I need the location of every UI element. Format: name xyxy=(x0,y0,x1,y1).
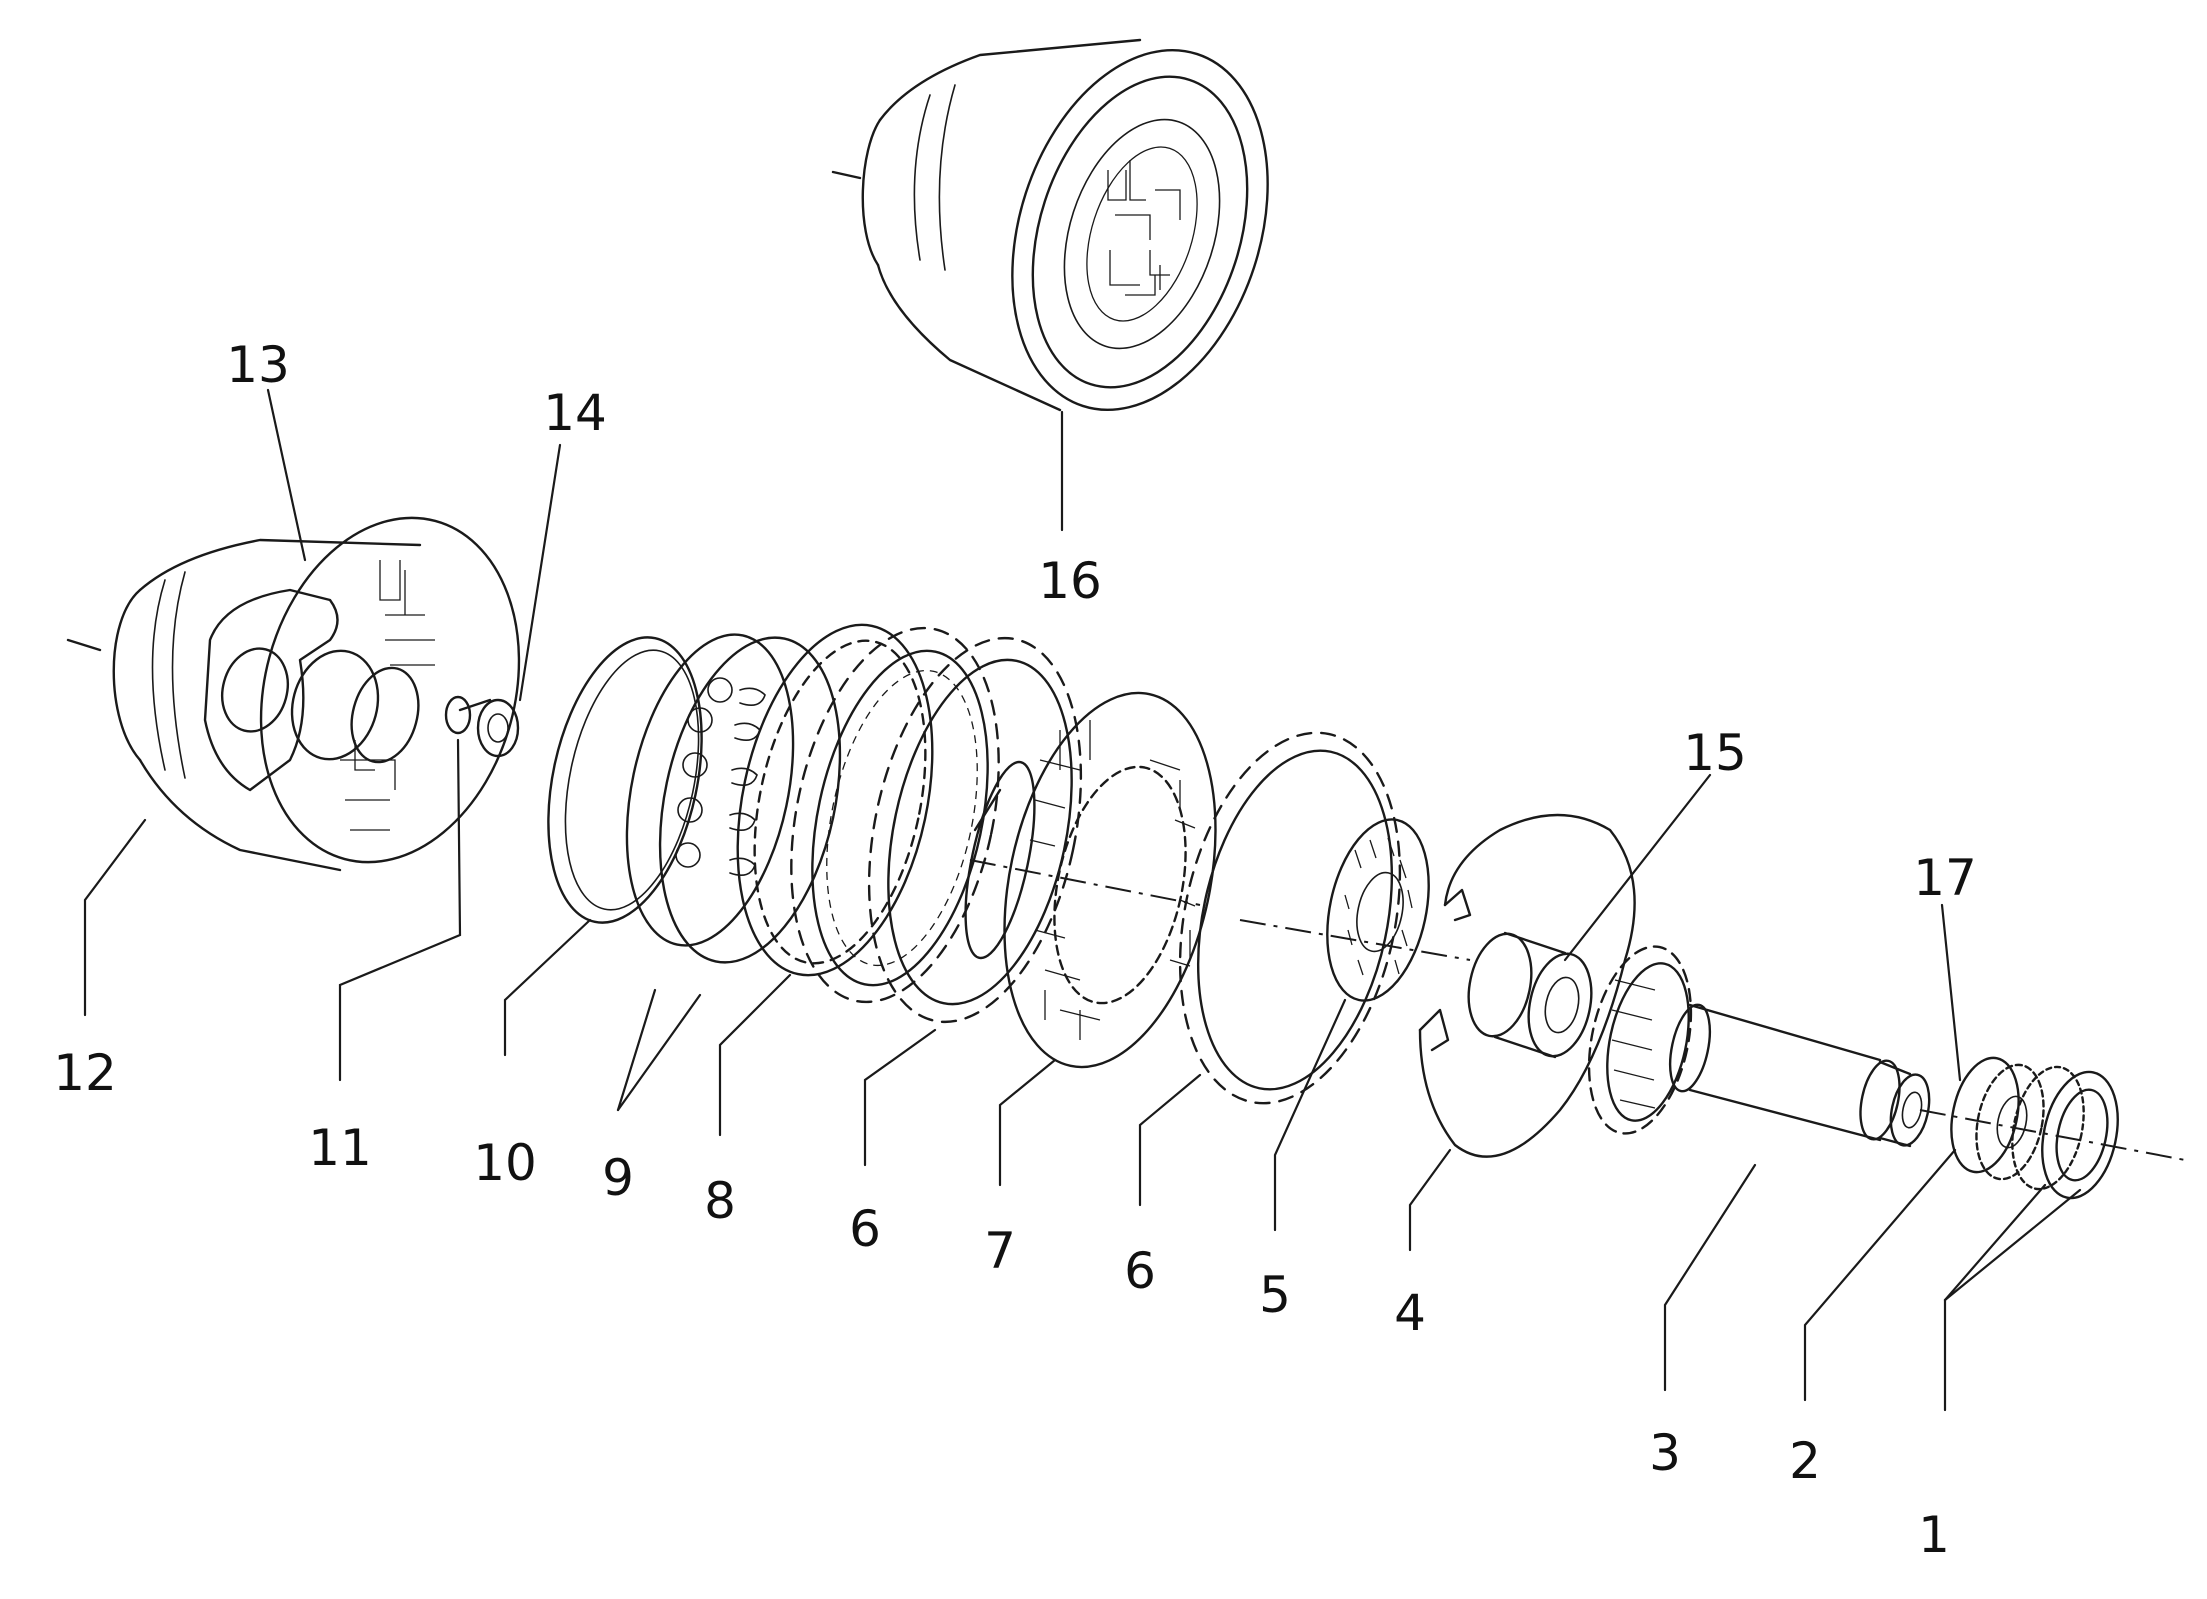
part-6-drive-plate-left xyxy=(790,626,1083,1024)
label-5: 5 xyxy=(1259,1266,1291,1324)
label-11: 11 xyxy=(308,1119,372,1177)
label-15: 15 xyxy=(1683,724,1747,782)
part-10-snap-ring xyxy=(547,636,703,924)
part-5-thrust-bearing xyxy=(1239,818,1471,1002)
label-6-left: 6 xyxy=(849,1200,881,1258)
label-14: 14 xyxy=(543,384,607,442)
label-10: 10 xyxy=(473,1134,537,1192)
part-17-2-bearing xyxy=(1950,1056,2045,1181)
part-15-bushing xyxy=(1467,931,1593,1059)
label-3: 3 xyxy=(1649,1424,1681,1482)
label-1: 1 xyxy=(1918,1506,1950,1564)
label-2: 2 xyxy=(1789,1432,1821,1490)
part-6-drive-plate-right xyxy=(1178,731,1402,1105)
part-3-gear-shaft xyxy=(1587,945,1931,1148)
label-4: 4 xyxy=(1394,1284,1426,1342)
label-6-right: 6 xyxy=(1124,1242,1156,1300)
part-1-washers xyxy=(1919,1065,2186,1200)
leader-lines xyxy=(83,388,2082,1412)
part-7-friction-disc xyxy=(964,691,1217,1069)
label-8: 8 xyxy=(704,1172,736,1230)
label-9: 9 xyxy=(602,1149,634,1207)
part-12-clutch-housing xyxy=(66,516,521,872)
label-7: 7 xyxy=(984,1222,1016,1280)
part-4-circlip xyxy=(1418,813,1636,1158)
part-9-spring-retainers xyxy=(625,633,842,964)
label-12: 12 xyxy=(53,1044,117,1102)
callout-labels: 1 2 3 4 5 6 6 7 8 9 10 11 12 13 14 15 16… xyxy=(53,336,1977,1564)
label-13: 13 xyxy=(226,336,290,394)
label-16: 16 xyxy=(1038,552,1102,610)
part-16-clutch-drum xyxy=(831,38,1269,412)
label-17: 17 xyxy=(1913,849,1977,907)
part-8-steel-plate xyxy=(736,623,934,977)
